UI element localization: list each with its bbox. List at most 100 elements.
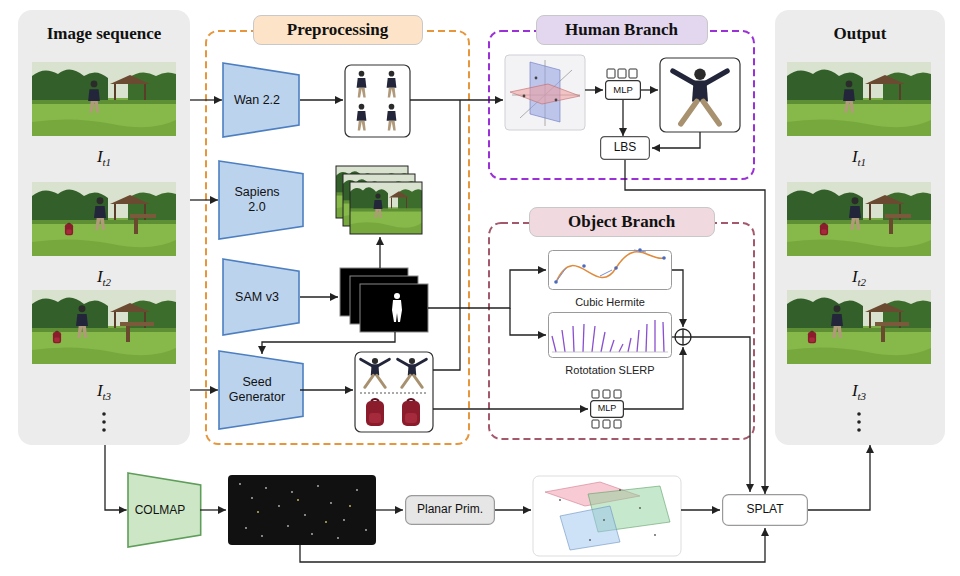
box-shape	[591, 401, 624, 418]
panel-frame: Image sequence	[18, 10, 190, 445]
illustration-part	[433, 408, 588, 409]
illustration-part	[355, 352, 433, 432]
node-label: SPLAT	[746, 503, 783, 516]
panel-title: Output	[775, 24, 945, 44]
illustration-part	[350, 182, 422, 234]
model-block: Wan 2.2	[222, 62, 300, 138]
illustration-part	[350, 182, 422, 234]
group-frame: Wan 2.2Sapiens 2.0SAM v3Seed GeneratorPr…	[205, 30, 470, 445]
frame-label: It1	[97, 147, 111, 168]
illustration-part	[337, 537, 339, 539]
illustration-part	[592, 390, 599, 398]
trapezoid-shape	[219, 161, 303, 239]
node-outline	[488, 30, 755, 180]
illustration-part	[343, 174, 415, 226]
illustration-part	[535, 77, 538, 80]
node-outline	[488, 222, 755, 440]
illustration-part	[357, 104, 367, 131]
plot-box: Cubic Hermite	[548, 250, 672, 290]
plot-frame	[549, 313, 672, 358]
point-cloud	[228, 475, 376, 545]
panel-frame: Output	[775, 10, 945, 445]
illustration-part	[428, 270, 546, 308]
node-label: Wan 2.2	[234, 93, 280, 108]
illustration-part	[287, 525, 289, 527]
connector-arrow	[190, 389, 218, 390]
illustration-part	[619, 489, 621, 491]
frame-label-text: It1	[97, 147, 111, 166]
frame-label-text: It1	[852, 147, 866, 166]
illustration-part	[374, 193, 383, 218]
dashed-frame	[489, 223, 754, 439]
panel-shape	[18, 10, 190, 445]
illustration-part	[639, 507, 641, 509]
box-shape	[601, 137, 650, 160]
illustration-part	[239, 483, 367, 539]
frame-label-text: It2	[852, 267, 866, 286]
human-views	[345, 65, 410, 137]
illustration-part	[300, 528, 765, 562]
process-box: Planar Prim.	[405, 495, 495, 525]
illustration-part	[300, 296, 338, 297]
illustration-part	[379, 237, 380, 268]
node-outline	[548, 312, 672, 358]
illustration-part	[251, 497, 253, 499]
trapezoid-shape	[223, 63, 299, 137]
dashed-frame	[206, 31, 469, 444]
frame-label-text: It3	[852, 381, 866, 400]
illustration-part	[330, 502, 332, 504]
illustration-part	[588, 486, 670, 532]
illustration-part	[392, 300, 402, 322]
illustration-part	[675, 329, 691, 345]
illustration-part	[361, 358, 390, 387]
group-frame: Cubic HermiteRototation SLERPMLPObject B…	[488, 222, 755, 440]
node-label: Rototation SLERP	[565, 364, 654, 376]
illustration-part	[345, 65, 410, 137]
node-outline	[775, 10, 945, 445]
connector-arrow	[190, 199, 218, 200]
illustration-part	[652, 132, 700, 148]
node-label: Seed Generator	[226, 375, 288, 405]
illustration-part	[673, 68, 727, 123]
trapezoid-shape	[223, 259, 299, 335]
sapiens-maps	[336, 166, 422, 234]
process-box: MLP	[605, 80, 641, 100]
node-label: LBS	[614, 141, 637, 154]
illustration-part	[340, 268, 408, 316]
node-label: MLP	[598, 404, 617, 414]
illustration-part	[654, 534, 656, 536]
connector-arrow	[808, 445, 870, 510]
illustration-part	[672, 270, 683, 327]
illustration-part	[356, 489, 358, 491]
node-label: COLMAP	[135, 503, 186, 517]
node-label: Planar Prim.	[417, 503, 483, 516]
illustration-part	[350, 276, 418, 324]
group-frame: MLPLBSHuman Branch	[488, 30, 755, 180]
frame-label: It2	[852, 267, 866, 288]
illustration-part	[300, 99, 343, 100]
node-outline	[18, 10, 190, 445]
model-block: Sapiens 2.0	[218, 160, 304, 240]
illustration-part	[387, 71, 397, 98]
frame-label: It3	[97, 381, 111, 402]
illustration-part	[589, 539, 591, 541]
node-label: MLP	[613, 85, 633, 95]
illustration-part	[559, 499, 561, 501]
illustration-part	[304, 514, 306, 516]
illustration-part	[300, 389, 353, 390]
illustration-part	[585, 89, 603, 90]
illustration-part	[675, 329, 691, 345]
illustration-part	[523, 95, 526, 98]
illustration-part	[262, 332, 395, 354]
illustration-part	[398, 358, 427, 387]
illustration-part	[618, 69, 626, 78]
illustration-part	[394, 293, 400, 299]
illustration-part	[311, 533, 313, 535]
illustration-part	[603, 420, 610, 428]
mask-stack	[340, 268, 428, 332]
illustration-part	[603, 390, 610, 398]
panel-title: Human Branch	[565, 20, 678, 40]
frame-label: It1	[852, 147, 866, 168]
illustration-part	[530, 62, 560, 122]
panel-title: Preprocessing	[287, 20, 388, 40]
